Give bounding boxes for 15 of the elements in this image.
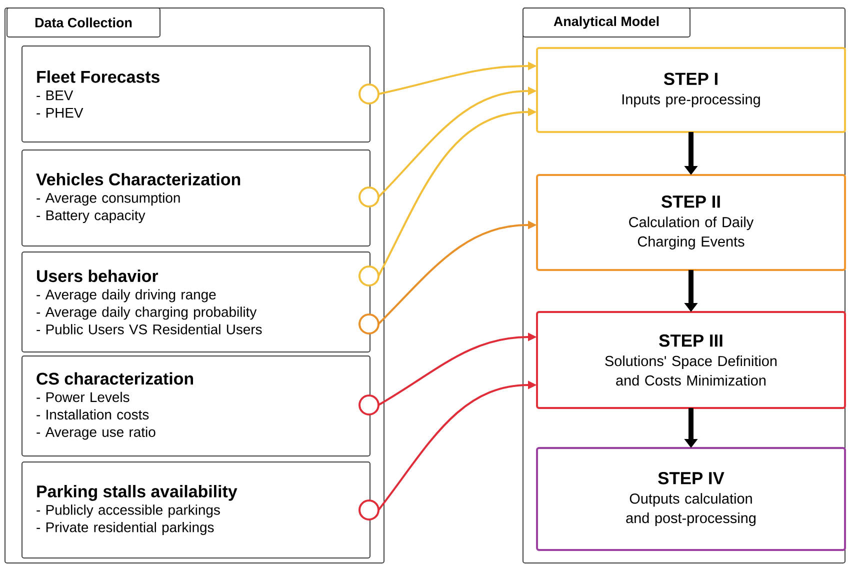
input-box: Users behavior - Average daily driving range - Average daily charging probability - Public Users VS Residential Users <box>22 252 370 352</box>
step-box: STEP III Solutions' Space Definition and Costs Minimization <box>536 311 846 409</box>
input-box: CS characterization - Power Levels - Installation costs - Average use ratio <box>22 356 370 456</box>
connector-circle <box>358 266 380 286</box>
connector-circle <box>358 394 380 416</box>
connector-circle <box>358 186 380 208</box>
step-box: STEP I Inputs pre-processing <box>536 47 846 133</box>
connector-circle <box>358 500 380 520</box>
input-box: Parking stalls availability - Publicly accessible parkings - Private residential parkings <box>22 462 370 558</box>
input-box: Fleet Forecasts - BEV - PHEV <box>22 46 370 142</box>
step-box: STEP II Calculation of Daily Charging Events <box>536 174 846 271</box>
step-box: STEP IV Outputs calculation and post-processing <box>536 447 846 551</box>
connector-circle <box>358 84 380 104</box>
input-box: Vehicles Characterization - Average consumption - Battery capacity <box>22 150 370 246</box>
connector-circle <box>358 314 380 334</box>
